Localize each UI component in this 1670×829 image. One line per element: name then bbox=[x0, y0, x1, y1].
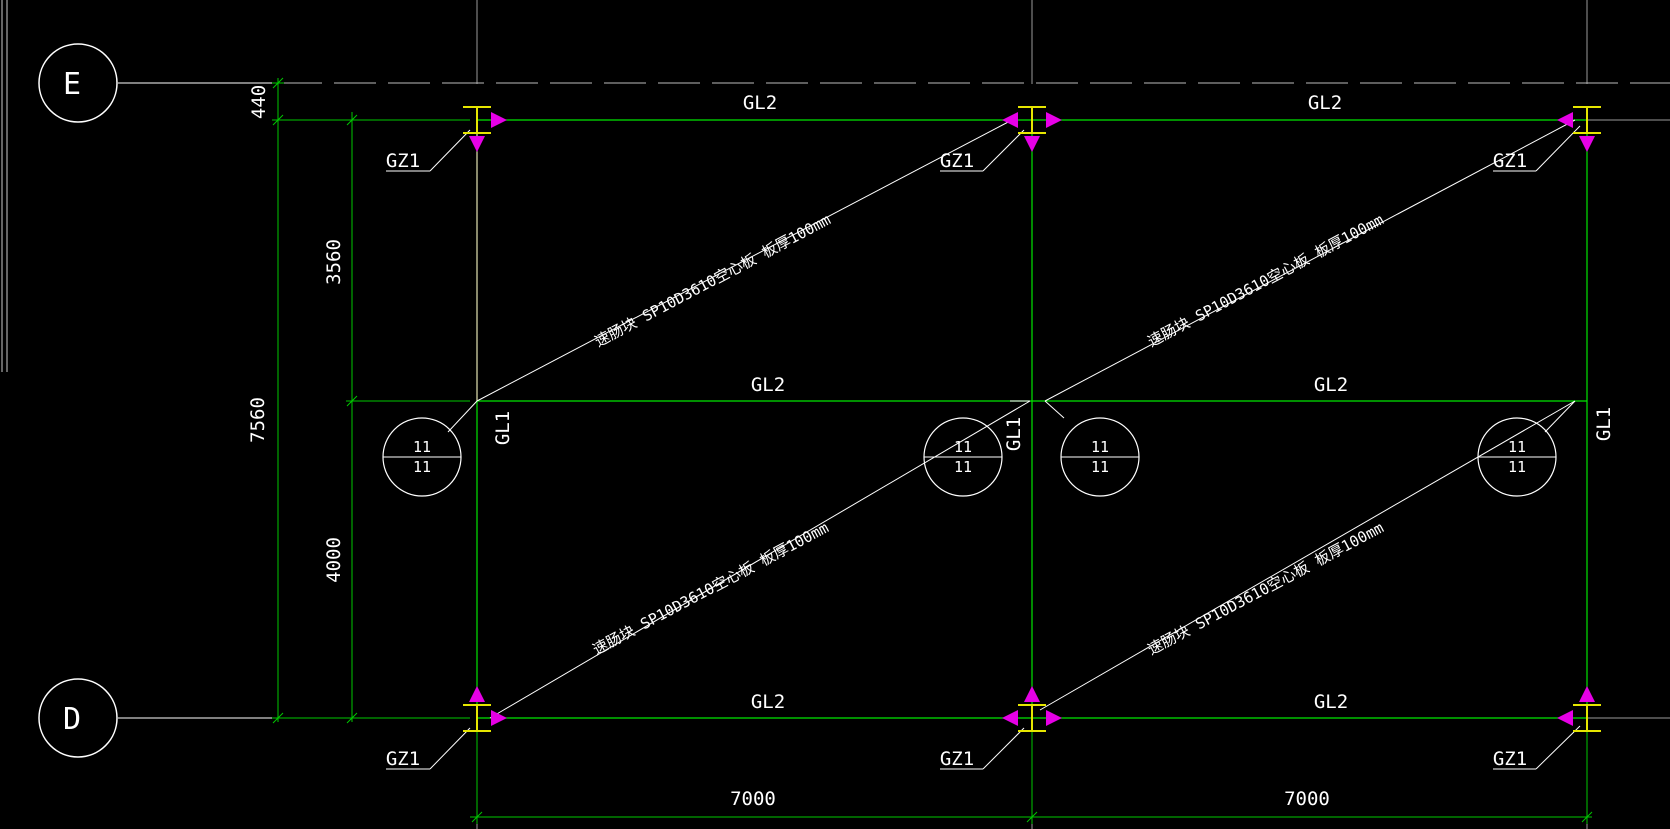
axis-bubble-e[interactable]: E bbox=[38, 43, 118, 123]
beam-label-gl1: GL1 bbox=[492, 411, 514, 445]
beam-label-gl1: GL1 bbox=[1003, 417, 1025, 451]
section-mark[interactable]: 11 11 bbox=[1477, 417, 1557, 497]
beam-label-gl1: GL1 bbox=[1593, 407, 1615, 441]
column-label-gz1: GZ1 bbox=[386, 748, 420, 770]
dim-text-7000-left: 7000 bbox=[730, 788, 776, 810]
column-gz1-bottom-left[interactable] bbox=[463, 686, 507, 732]
section-mark[interactable]: 11 11 bbox=[923, 417, 1003, 497]
column-gz1-top-left[interactable] bbox=[463, 106, 507, 152]
slab-annotation: 速肠块 SP10D3610空心板 板厚100mm bbox=[590, 519, 832, 659]
column-label-gz1: GZ1 bbox=[940, 150, 974, 172]
column-label-gz1: GZ1 bbox=[1493, 748, 1527, 770]
beam-label-gl2: GL2 bbox=[1314, 374, 1348, 396]
section-mark[interactable]: 11 11 bbox=[1060, 417, 1140, 497]
section-mark-top: 11 bbox=[1091, 438, 1109, 456]
dim-text-4000: 4000 bbox=[323, 537, 345, 583]
dim-text-3560: 3560 bbox=[323, 239, 345, 285]
section-mark-bottom: 11 bbox=[413, 458, 431, 476]
beam-label-gl2: GL2 bbox=[1314, 691, 1348, 713]
slab-annotation: 速肠块 SP10D3610空心板 板厚100mm bbox=[592, 211, 834, 351]
slab-annotation: 速肠块 SP10D3610空心板 板厚100mm bbox=[1145, 519, 1387, 659]
beam-label-gl2: GL2 bbox=[751, 374, 785, 396]
column-gz1-top-right[interactable] bbox=[1557, 106, 1601, 152]
axis-bubble-d[interactable]: D bbox=[38, 678, 118, 758]
section-mark-bottom: 11 bbox=[954, 458, 972, 476]
axis-leader-lines bbox=[118, 82, 280, 719]
dim-text-7560: 7560 bbox=[247, 397, 269, 443]
slab-annotation: 速肠块 SP10D3610空心板 板厚100mm bbox=[1145, 211, 1387, 351]
section-mark-bottom: 11 bbox=[1091, 458, 1109, 476]
section-mark-top: 11 bbox=[1508, 438, 1526, 456]
beam-label-gl2: GL2 bbox=[743, 92, 777, 114]
dimension-lines bbox=[272, 77, 1593, 824]
dim-text-440: 440 bbox=[248, 85, 270, 119]
slab-diagonal-lines bbox=[447, 119, 1576, 719]
dim-text-7000-right: 7000 bbox=[1284, 788, 1330, 810]
section-mark-top: 11 bbox=[954, 438, 972, 456]
column-label-gz1: GZ1 bbox=[1493, 150, 1527, 172]
section-mark-bottom: 11 bbox=[1508, 458, 1526, 476]
axis-label-e: E bbox=[63, 67, 81, 102]
column-gz1-bottom-middle[interactable] bbox=[1002, 686, 1062, 732]
column-label-gz1: GZ1 bbox=[940, 748, 974, 770]
column-leader-lines bbox=[386, 125, 1581, 770]
beam-label-gl2: GL2 bbox=[751, 691, 785, 713]
section-mark[interactable]: 11 11 bbox=[382, 417, 462, 497]
left-frame-lines bbox=[1, 0, 8, 372]
column-gz1-bottom-right[interactable] bbox=[1557, 686, 1601, 732]
section-mark-top: 11 bbox=[413, 438, 431, 456]
axis-label-d: D bbox=[63, 702, 81, 737]
column-label-gz1: GZ1 bbox=[386, 150, 420, 172]
column-gz1-top-middle[interactable] bbox=[1002, 106, 1062, 152]
beam-label-gl2: GL2 bbox=[1308, 92, 1342, 114]
